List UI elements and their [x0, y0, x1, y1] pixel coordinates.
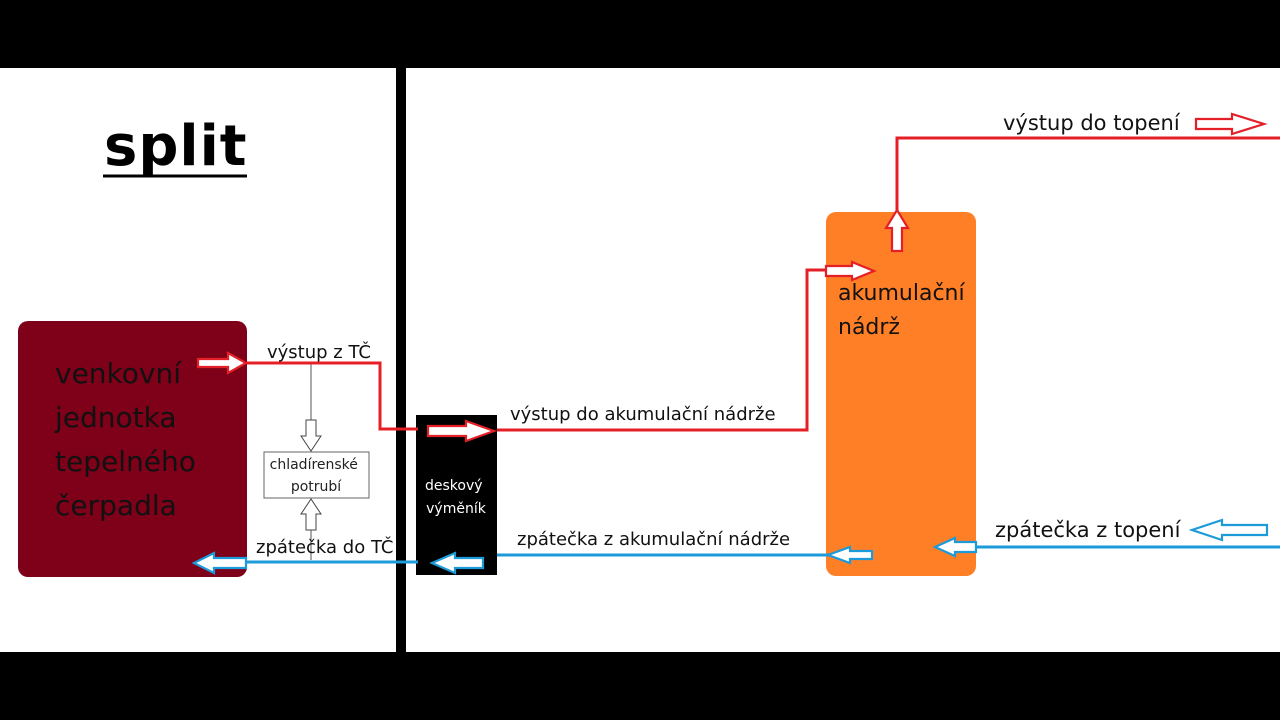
right-arrow-icon [196, 351, 249, 375]
label-return-from-heating: zpátečka z topení [995, 518, 1182, 542]
right-arrow-icon [1194, 112, 1268, 136]
left-arrow-icon [932, 536, 978, 558]
storage-tank-label-line: nádrž [838, 315, 900, 340]
outdoor-unit-label-line: čerpadla [55, 489, 177, 522]
left-arrow-icon [824, 545, 874, 565]
outdoor-unit-box [18, 321, 247, 577]
building-wall [396, 68, 406, 652]
label-output-from-hp: výstup z TČ [267, 341, 371, 363]
refrigerant-pipe-label-line: potrubí [291, 479, 342, 495]
supply-pipe-exchanger-to-tank [497, 268, 830, 432]
plate-exchanger-label: deskový výměník [425, 478, 487, 517]
up-arrow-icon [300, 498, 322, 531]
plate-exchanger-label-line: deskový [425, 478, 483, 494]
right-arrow-icon [426, 419, 498, 443]
outdoor-unit-label-line: venkovní [55, 357, 182, 390]
down-arrow-icon [300, 419, 322, 452]
supply-pipe-tank-to-heating [895, 136, 1280, 212]
left-arrow-icon [191, 551, 248, 575]
plate-exchanger-label-line: výměník [426, 501, 487, 517]
label-return-to-hp: zpátečka do TČ [256, 536, 393, 558]
refrigerant-pipe-box [263, 451, 370, 499]
letterbox-top [0, 0, 1280, 68]
right-arrow-icon [824, 260, 877, 282]
refrigerant-pipe-label-line: chladírenské [270, 457, 358, 473]
label-output-to-tank: výstup do akumulační nádrže [510, 404, 776, 425]
storage-tank-box [826, 212, 976, 576]
supply-pipe-hp-to-exchanger [247, 361, 418, 431]
storage-tank-label: akumulační nádrž [838, 281, 972, 340]
left-arrow-icon [429, 551, 485, 575]
label-return-from-tank: zpátečka z akumulační nádrže [517, 529, 790, 550]
outdoor-unit-label-line: tepelného [55, 445, 196, 478]
up-arrow-icon [884, 207, 910, 253]
left-arrow-icon [1188, 518, 1269, 542]
title-split: split [104, 114, 248, 179]
label-output-to-heating: výstup do topení [1003, 111, 1181, 135]
storage-tank-label-line: akumulační [838, 281, 965, 306]
outdoor-unit-label-line: jednotka [54, 401, 177, 434]
letterbox-bottom [0, 652, 1280, 720]
refrigerant-pipe-label: chladírenské potrubí [270, 457, 363, 495]
outdoor-unit-label: venkovní jednotka tepelného čerpadla [54, 357, 205, 522]
plate-exchanger-box [416, 415, 497, 575]
